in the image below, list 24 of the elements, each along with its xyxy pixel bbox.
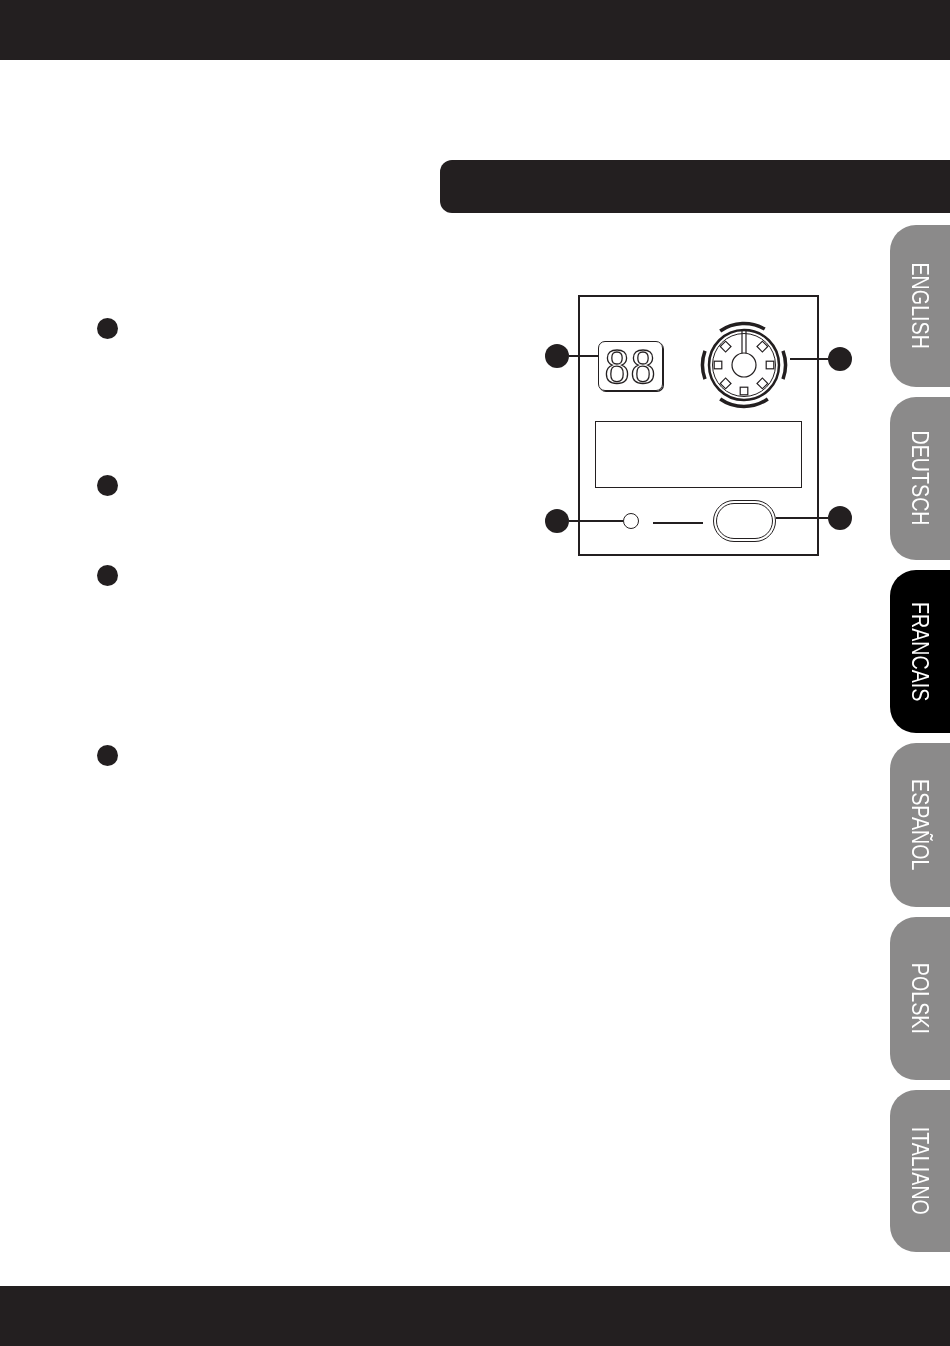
callout-dot [828, 347, 852, 371]
language-tab: POLSKI [890, 917, 950, 1080]
language-tab: ENGLISH [890, 225, 950, 387]
language-tab: DEUTSCH [890, 397, 950, 560]
leader-line [775, 517, 829, 519]
bullet-dot [97, 318, 118, 339]
leader-line [568, 520, 624, 522]
language-tab: FRANCAIS [890, 570, 950, 733]
digit-display: 88 [598, 341, 663, 391]
leader-line [568, 355, 599, 357]
language-tab: ITALIANO [890, 1090, 950, 1252]
led-indicator [623, 513, 639, 529]
connector-socket [698, 319, 790, 411]
bullet-dot [97, 745, 118, 766]
callout-dot [545, 509, 569, 533]
callout-dot [828, 506, 852, 530]
display-window [595, 421, 802, 488]
bullet-dot [97, 565, 118, 586]
leader-line [789, 358, 829, 360]
callout-dot [545, 344, 569, 368]
device-panel [578, 295, 819, 556]
section-heading-bar [440, 160, 950, 213]
bullet-dot [97, 475, 118, 496]
language-tab: ESPAÑOL [890, 743, 950, 907]
